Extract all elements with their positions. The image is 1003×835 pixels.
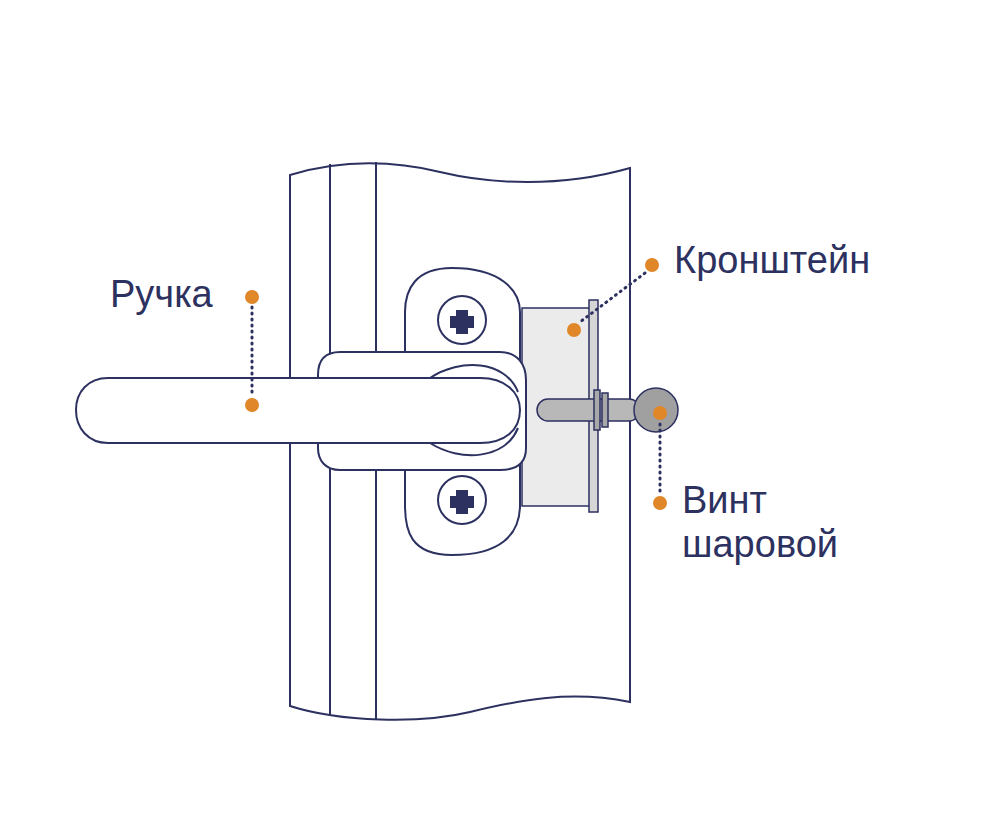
part-label: Винт шаровой: [682, 478, 882, 566]
leader-dots: [245, 258, 667, 510]
leader-lines: [252, 273, 660, 495]
part-label: Ручка: [110, 272, 240, 316]
handle-lever: [76, 352, 526, 470]
part-label: Кронштейн: [674, 238, 974, 282]
ball-screw: [537, 388, 678, 432]
